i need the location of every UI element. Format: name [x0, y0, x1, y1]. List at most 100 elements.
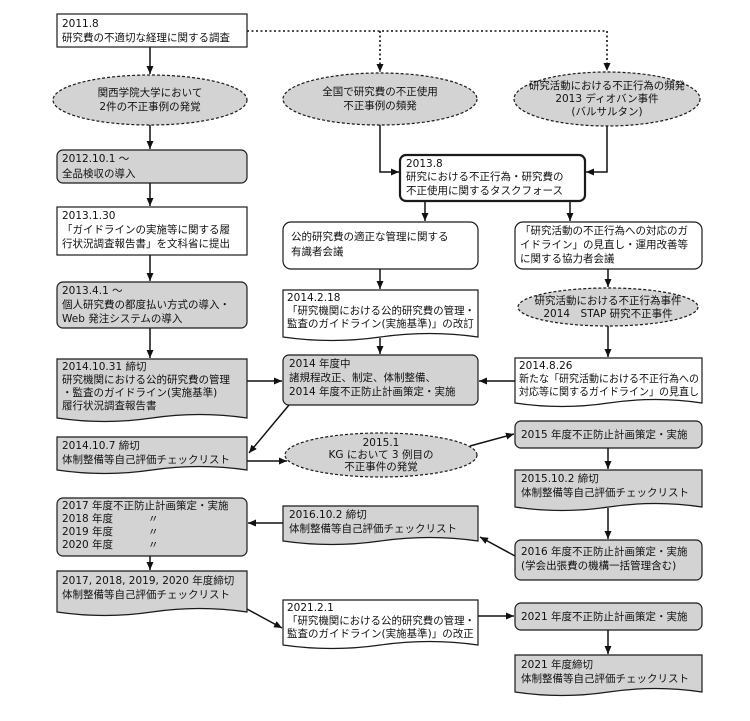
- node-inspection-2012-line-1: 2012.10.1 ～: [62, 153, 130, 165]
- node-fy2014-measures-line-3: 2014 年度不正防止計画策定・実施: [289, 385, 456, 398]
- node-inspection-2012-box: [56, 149, 248, 184]
- node-plan-2015-box: [514, 420, 703, 449]
- node-checklist-2017-2020: 2017, 2018, 2019, 2020 年度締切 体制整備等自己評価チェッ…: [56, 570, 248, 617]
- node-expert-panel-line-1: 公的研究費の適正な管理に関する: [291, 230, 449, 243]
- node-checklist-2021-line-1: 2021 年度締切: [521, 658, 593, 671]
- node-collaborator-meeting-line-1: 「研究活動の不正行為への対応のガ: [520, 224, 688, 237]
- node-checklist-2015: 2015.10.2 締切 体制整備等自己評価チェックリスト: [514, 469, 703, 512]
- node-survey-2011-line-1: 2011.8: [62, 18, 99, 30]
- node-kg-third-case-line-1: 2015.1: [363, 437, 400, 449]
- node-guideline-review-2014-line-2: 新たな「研究活動における不正行為への: [519, 372, 699, 385]
- arrow-kg-to-plan2015: [469, 432, 515, 447]
- node-payment-2013-line-1: 2013.4.1 ～: [62, 285, 123, 297]
- node-report-2014: 2014.10.31 締切 研究機関における公的研究費の管理 ・監査のガイドライ…: [56, 358, 248, 423]
- node-plan-2016-line-2: (学会出張費の機構一括管理含む): [521, 559, 676, 572]
- node-plan-2021-line-1: 2021 年度不正防止計画策定・実施: [521, 610, 688, 623]
- node-kg-third-case-ellipse: [284, 432, 478, 478]
- node-collaborator-meeting-box: [514, 221, 703, 270]
- arrow-fy2014-to-checklist2014: [248, 404, 290, 454]
- arrow-national-to-taskforce: [379, 125, 399, 176]
- node-national-misuse-ellipse: [282, 72, 478, 126]
- node-task-force-2013-line-1: 2013.8: [406, 158, 443, 170]
- node-kg-third-case-line-3: 不正事件の発覚: [344, 460, 418, 473]
- node-guideline-amendment-2021-document: [282, 599, 479, 650]
- node-checklist-2021-document: [514, 654, 703, 697]
- node-payment-2013-line-3: Web 発注システムの導入: [62, 312, 183, 325]
- node-research-misconduct: 研究活動における不正行為の頻発 2013 ディオバン事件 (バルサルタン): [513, 71, 701, 127]
- node-checklist-2021: 2021 年度締切 体制整備等自己評価チェックリスト: [514, 654, 703, 697]
- node-kwansei-cases: 関西学院大学において 2件の不正事例の発覚: [52, 74, 248, 126]
- node-national-misuse-line-1: 全国で研究費の不正使用: [322, 85, 438, 98]
- node-payment-2013-line-2: 個人研究費の都度払い方式の導入・: [62, 298, 230, 311]
- node-report-2013-box: [56, 206, 248, 256]
- node-research-misconduct-line-1: 研究活動における不正行為の頻発: [529, 79, 685, 92]
- node-research-misconduct-line-2: 2013 ディオバン事件: [555, 92, 658, 105]
- node-fy2014-measures-line-1: 2014 年度中: [289, 357, 351, 370]
- arrow-plan2016-to-checklist2016: [479, 536, 516, 557]
- node-collaborator-meeting-line-2: イドライン」の見直し・運用改善等: [520, 238, 688, 251]
- node-checklist-2015-document: [514, 469, 703, 512]
- node-report-2013-line-1: 2013.1.30: [62, 210, 115, 222]
- node-stap-case-ellipse: [517, 287, 699, 327]
- node-guideline-review-2014-document: [514, 357, 703, 408]
- node-expert-panel-box: [282, 221, 479, 270]
- node-plan-2016-line-1: 2016 年度不正防止計画策定・実施: [521, 545, 688, 558]
- node-plan-2019-year: 2019 年度: [62, 525, 114, 538]
- node-checklist-2016: 2016.10.2 締切 体制整備等自己評価チェックリスト: [282, 505, 479, 546]
- node-plan-2016-box: [514, 539, 703, 581]
- node-fy2014-measures: 2014 年度中 諸規程改正、制定、体制整備、 2014 年度不正防止計画策定・…: [282, 354, 479, 406]
- arrow-misconduct-to-taskforce: [586, 126, 608, 176]
- node-survey-2011: 2011.8 研究費の不適切な経理に関する調査: [56, 13, 248, 48]
- node-survey-2011-box: [56, 13, 248, 48]
- node-guideline-amendment-2021-line-3: 監査のガイドライン(実施基準)」の改正: [287, 627, 474, 640]
- node-fy2014-measures-line-2: 諸規程改正、制定、体制整備、: [289, 371, 436, 384]
- node-plan-2015: 2015 年度不正防止計画策定・実施: [514, 420, 703, 449]
- node-plan-2020-year: 2020 年度: [62, 538, 114, 551]
- node-payment-2013-box: [56, 281, 248, 329]
- node-report-2014-line-4: 履行状況調査報告書: [62, 399, 157, 412]
- node-plan-2015-line-1: 2015 年度不正防止計画策定・実施: [521, 428, 688, 441]
- node-national-misuse-line-2: 不正事例の頻発: [343, 99, 417, 112]
- node-checklist-2016-document: [282, 505, 479, 546]
- node-guideline-amendment-2021: 2021.2.1 「研究機関における公的研究費の管理・ 監査のガイドライン(実施…: [282, 599, 479, 650]
- node-checklist-2015-line-2: 体制整備等自己評価チェックリスト: [521, 486, 689, 499]
- node-plan-2020-ditto: 〃: [148, 539, 159, 551]
- node-guideline-review-2014-line-1: 2014.8.26: [519, 360, 573, 372]
- node-kg-third-case-line-2: KG において 3 例目の: [329, 448, 434, 461]
- node-checklist-2016-line-2: 体制整備等自己評価チェックリスト: [289, 522, 457, 535]
- node-report-2014-line-2: 研究機関における公的研究費の管理: [62, 373, 230, 386]
- node-checklist-2015-line-1: 2015.10.2 締切: [521, 472, 599, 485]
- node-kwansei-cases-line-1: 関西学院大学において: [98, 86, 203, 99]
- node-plan-2017-2020-box: [56, 497, 248, 557]
- node-survey-2011-line-2: 研究費の不適切な経理に関する調査: [62, 31, 230, 44]
- node-expert-panel: 公的研究費の適正な管理に関する 有識者会議: [282, 221, 479, 270]
- node-checklist-2017-2020-document: [56, 570, 248, 617]
- node-plan-2016: 2016 年度不正防止計画策定・実施 (学会出張費の機構一括管理含む): [514, 539, 703, 581]
- node-kg-third-case: 2015.1 KG において 3 例目の 不正事件の発覚: [284, 432, 478, 478]
- node-report-2014-line-3: ・監査のガイドライン(実施基準): [62, 386, 217, 399]
- node-task-force-2013: 2013.8 研究における不正行為・研究費の 不正使用に関するタスクフォース: [398, 153, 587, 203]
- node-fy2014-measures-box: [282, 354, 479, 406]
- node-task-force-2013-line-2: 研究における不正行為・研究費の: [406, 170, 564, 183]
- node-report-2013-line-2: 「ガイドラインの実施等に関する履: [62, 223, 230, 236]
- node-plan-2017-2020: 2017 年度不正防止計画策定・実施 2018 年度 〃 2019 年度 〃 2…: [56, 497, 248, 557]
- node-plan-2019-ditto: 〃: [148, 526, 159, 538]
- node-report-2014-line-1: 2014.10.31 締切: [62, 360, 146, 373]
- node-guideline-revision-2014-line-1: 2014.2.18: [287, 292, 340, 304]
- node-stap-case: 研究活動における不正行為事件 2014 STAP 研究不正事件: [517, 287, 699, 327]
- node-plan-2021: 2021 年度不正防止計画策定・実施: [514, 602, 703, 631]
- node-guideline-revision-2014-line-2: 「研究機関における公的研究費の管理・: [287, 304, 475, 317]
- node-checklist-2014-line-1: 2014.10.7 締切: [62, 439, 140, 452]
- node-kwansei-cases-line-2: 2件の不正事例の発覚: [99, 100, 201, 113]
- node-guideline-review-2014: 2014.8.26 新たな「研究活動における不正行為への 対応等に関するガイドラ…: [514, 357, 703, 408]
- node-inspection-2012-line-2: 全品検収の導入: [62, 167, 136, 180]
- node-plan-2018-ditto: 〃: [148, 513, 159, 525]
- node-guideline-review-2014-line-3: 対応等に関するガイドライン」の見直し: [519, 385, 699, 398]
- node-checklist-2014: 2014.10.7 締切 体制整備等自己評価チェックリスト: [56, 436, 248, 475]
- node-payment-2013: 2013.4.1 ～ 個人研究費の都度払い方式の導入・ Web 発注システムの導…: [56, 281, 248, 329]
- node-checklist-2021-line-2: 体制整備等自己評価チェックリスト: [521, 672, 689, 685]
- node-inspection-2012: 2012.10.1 ～ 全品検収の導入: [56, 149, 248, 184]
- node-checklist-2017-2020-line-1: 2017, 2018, 2019, 2020 年度締切: [62, 574, 234, 587]
- node-checklist-2014-document: [56, 436, 248, 475]
